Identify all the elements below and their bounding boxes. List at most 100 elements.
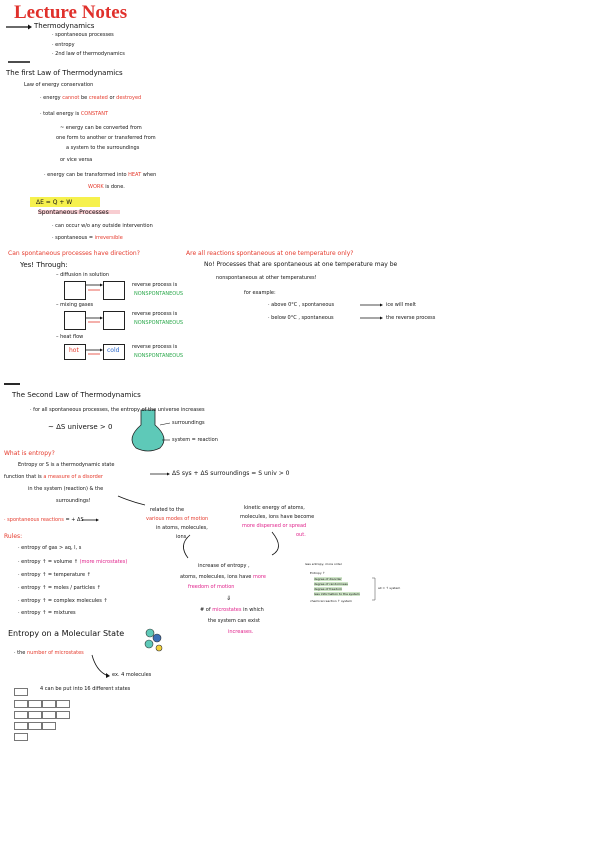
molecular-line-1: · the number of microstates: [14, 650, 84, 656]
temperature-line-2: nonspontaneous at other temperatures!: [216, 275, 317, 281]
toc-item-spontaneous: · spontaneous processes: [52, 32, 114, 38]
entropy-line-2: function that is a measure of a disorder: [4, 474, 103, 480]
microstates-line-2: the system can exist: [208, 618, 260, 624]
spontaneous-reactions: · spontaneous reactions = + ΔS: [4, 517, 84, 523]
related-line-4: ions.: [176, 534, 188, 540]
entropy-line-3: in the system (reaction) & the: [28, 486, 104, 492]
spontaneous-line-2: · spontaneous = irreversible: [52, 235, 123, 241]
entropy-equation: ΔS sys + ΔS surroundings = S univ > 0: [172, 470, 290, 477]
direction-gases: – mixing gases: [56, 302, 94, 308]
first-law-heading: The first Law of Thermodynamics: [6, 69, 123, 77]
kinetic-line-1: kinetic energy of atoms,: [244, 505, 305, 511]
temperature-example: for example:: [244, 290, 276, 296]
related-line-2: various modes of motion: [146, 516, 209, 522]
rules-heading: Rules:: [4, 533, 23, 540]
first-law-line-2: · total energy is CONSTANT: [40, 111, 109, 117]
entropy-line-4: surroundings!: [56, 498, 91, 504]
side-note-right: all = ↑ system: [378, 586, 401, 590]
microstate-box: [42, 722, 56, 730]
rule-2: · entropy ↑ = volume ↑ (more microstates…: [18, 559, 128, 565]
flask-system-label: system = reaction: [172, 437, 218, 443]
increase-line-2: atoms, molecules, ions have more: [180, 574, 266, 580]
microstate-box: [14, 733, 28, 741]
microstate-box: [56, 711, 70, 719]
increase-line-3: freedom of motion: [188, 584, 235, 590]
microstates-line-1: # of microstates in which: [200, 607, 264, 613]
kinetic-line-3: more dispersed or spread: [242, 523, 307, 529]
spontaneous-line-1: · can occur w/o any outside intervention: [52, 223, 153, 229]
first-law-line-7: · energy can be transformed into HEAT wh…: [44, 172, 157, 178]
microstate-box: [42, 711, 56, 719]
diffusion-after-box: [103, 281, 125, 300]
temperature-ex-2b: the reverse process: [386, 315, 436, 321]
second-law-heading: The Second Law of Thermodynamics: [12, 391, 141, 399]
molecular-heading: Entropy on a Molecular State: [8, 629, 125, 638]
temperature-ex-2a: · below 0°C , spontaneous: [268, 315, 334, 321]
spontaneous-heading: Spontaneous Processes: [38, 209, 109, 216]
microstate-box: [14, 722, 28, 730]
microstates-line-3: increases.: [228, 629, 254, 635]
toc-item-second-law: · 2nd law of thermodynamics: [52, 51, 125, 57]
direction-heat: – heat flow: [56, 334, 84, 340]
diffusion-reverse: reverse process is: [132, 282, 178, 288]
toc-title: Thermodynamics: [34, 22, 95, 30]
rule-5: · entropy ↑ = complex molecules ↑: [18, 598, 108, 604]
gases-nonspont: NONSPONTANEOUS: [134, 320, 184, 326]
page-title: Lecture Notes: [14, 2, 128, 23]
second-law-equation: ~ ΔS universe > 0: [48, 423, 113, 431]
temperature-question: Are all reactions spontaneous at one tem…: [186, 250, 354, 257]
temperature-ex-1a: · above 0°C , spontaneous: [268, 302, 335, 308]
first-law-line-5: a system to the surroundings: [66, 145, 140, 151]
rule-4: · entropy ↑ = moles / particles ↑: [18, 585, 101, 591]
first-law-line-3: ~ energy can be converted from: [60, 125, 142, 131]
microstate-box: [28, 700, 42, 708]
second-law-line-1: · for all spontaneous processes, the ent…: [30, 407, 205, 413]
first-law-line-8: WORK is done.: [88, 184, 125, 190]
microstate-box: [42, 700, 56, 708]
diffusion-before-box: [64, 281, 86, 300]
cold-box: [103, 344, 125, 360]
diffusion-nonspont: NONSPONTANEOUS: [134, 291, 184, 297]
hot-box: [64, 344, 86, 360]
direction-diffusion: – diffusion in solution: [56, 272, 110, 278]
toc-item-entropy: · entropy: [52, 42, 75, 48]
flask-surroundings-label: surroundings: [172, 420, 205, 426]
hot-label: hot: [69, 347, 79, 354]
entropy-question: What is entropy?: [4, 450, 55, 457]
gases-reverse: reverse process is: [132, 311, 178, 317]
direction-answer: Yes! Through:: [20, 261, 68, 269]
direction-question: Can spontaneous processes have direction…: [8, 250, 140, 257]
microstate-box: [14, 688, 28, 696]
rule-3: · entropy ↑ = temperature ↑: [18, 572, 91, 578]
related-line-3: in atoms, molecules,: [156, 525, 208, 531]
temperature-line-1: No! Processes that are spontaneous at on…: [204, 261, 398, 268]
microstate-box: [14, 700, 28, 708]
kinetic-line-4: out.: [296, 532, 306, 538]
rule-1: · entropy of gas > aq, l, s: [18, 545, 82, 551]
side-note-item-4: less information to the system: [314, 592, 360, 596]
side-note-item-5: chemical reaction ↑ system: [310, 599, 352, 603]
side-note-item-2: degree of randomness: [314, 582, 348, 586]
heat-reverse: reverse process is: [132, 344, 178, 350]
entropy-line-1: Entropy or S is a thermodynamic state: [18, 462, 115, 468]
side-note-item-3: degree of freedom: [314, 587, 342, 591]
increase-arrow: ⇓: [226, 595, 232, 602]
microstate-box: [56, 700, 70, 708]
first-law-line-1: · energy cannot be created or destroyed: [40, 95, 142, 101]
cold-label: cold: [107, 347, 120, 354]
heat-nonspont: NONSPONTANEOUS: [134, 353, 184, 359]
microstate-box: [28, 722, 42, 730]
side-note-item-1: degree of disorder: [314, 577, 342, 581]
molecular-example: ex. 4 molecules: [112, 672, 152, 678]
gases-before-box: [64, 311, 86, 330]
related-line-1: related to the: [150, 507, 185, 513]
first-law-sub: Law of energy conservation: [24, 82, 94, 88]
side-note-title: less entropy, more order: [305, 562, 342, 566]
first-law-equation: ΔE = Q + W: [36, 199, 73, 206]
microstate-box: [28, 711, 42, 719]
molecular-note: 4 can be put into 16 different states: [40, 686, 131, 692]
first-law-line-4: one form to another or transferred from: [56, 135, 156, 141]
kinetic-line-2: molecules, ions have become: [240, 514, 315, 520]
rule-6: · entropy ↑ = mixtures: [18, 610, 76, 616]
